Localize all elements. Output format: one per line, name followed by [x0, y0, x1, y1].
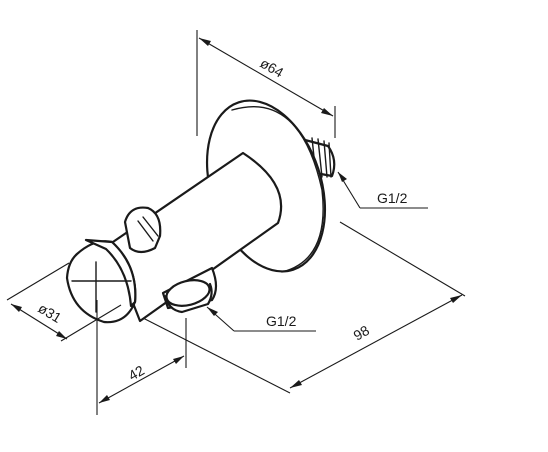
hose-outlet: [161, 266, 218, 314]
arrow-head: [321, 108, 333, 116]
label-flange-diameter: ø64: [258, 55, 287, 81]
holder-slot: [123, 206, 162, 254]
dimension-overall-length: 98: [142, 221, 466, 394]
dimension-inlet-thread: G1/2: [337, 171, 428, 209]
label-inlet-thread: G1/2: [377, 190, 408, 206]
arrow-head: [173, 356, 184, 364]
part-body: [65, 99, 336, 324]
label-overall-length: 98: [351, 322, 373, 344]
label-outlet-offset: 42: [126, 362, 148, 384]
arrow-head: [290, 380, 302, 388]
arrow-head: [199, 38, 211, 46]
arrow-head: [11, 304, 22, 312]
dimension-outlet-offset: 42: [96, 300, 187, 415]
dimension-outlet-thread: G1/2: [206, 306, 316, 332]
arrow-head: [99, 395, 110, 403]
arrow-head: [207, 307, 218, 316]
arrow-head: [56, 331, 67, 339]
holder-front-face: [65, 238, 137, 324]
arrow-head: [450, 295, 462, 303]
arrow-head: [338, 172, 347, 182]
label-outlet-thread: G1/2: [266, 313, 297, 329]
